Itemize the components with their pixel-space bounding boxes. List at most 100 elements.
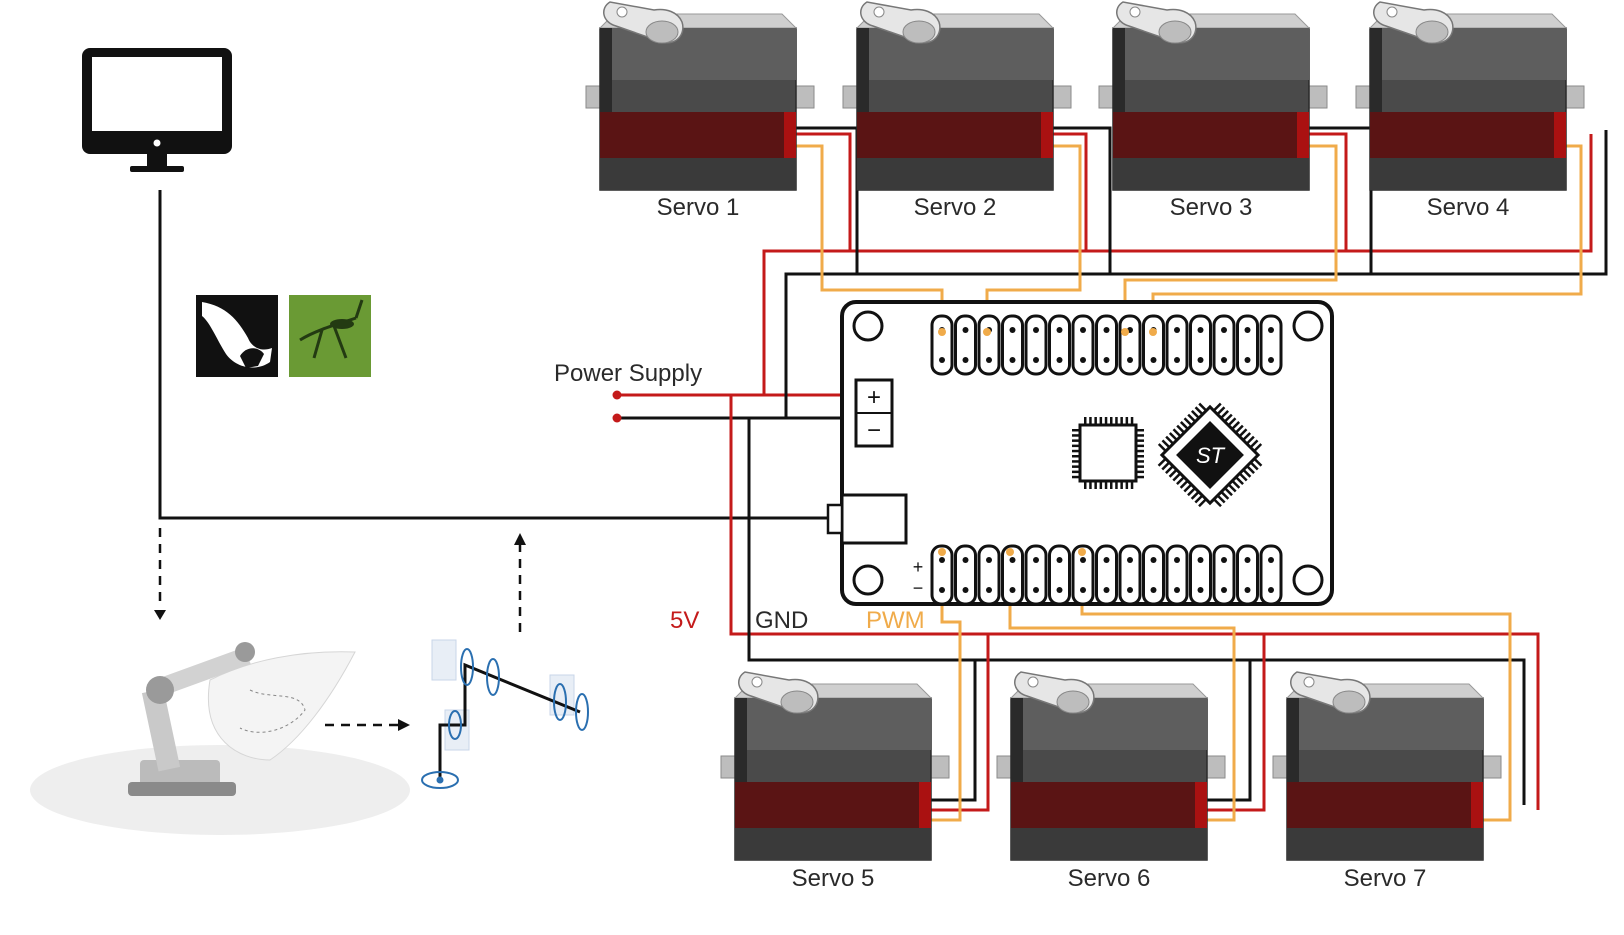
chip-pin [1089, 481, 1092, 489]
chip-pin [1168, 468, 1178, 478]
chip-pin [1161, 439, 1171, 449]
header-pin [962, 557, 969, 563]
chip-pin [1110, 417, 1113, 425]
chip-pin [1249, 461, 1259, 471]
chip-pin [1072, 444, 1080, 448]
header-pin [939, 557, 945, 563]
usb-cable [158, 190, 828, 520]
chip-pin [1238, 472, 1248, 482]
header-pin [1221, 357, 1227, 363]
chip-pin [1190, 490, 1200, 500]
chip-pin [1168, 432, 1178, 441]
header-pin-slot [930, 314, 954, 376]
servo-7-label: Servo 7 [1344, 865, 1427, 892]
header-pin-slot [1118, 544, 1142, 606]
servo-4-body [1355, 1, 1585, 191]
chip-pin [1194, 494, 1204, 504]
controller-board: + − + − ST [826, 300, 1334, 606]
chip-pin [1072, 460, 1080, 463]
header-pin [1127, 357, 1133, 363]
chip-pin [1104, 481, 1108, 489]
header-pin [1127, 587, 1133, 593]
header-pin-slot [930, 544, 954, 606]
chip-pin [1072, 449, 1080, 453]
header-pin [1056, 587, 1063, 593]
chip-pin [1089, 417, 1092, 425]
chip-pin [1242, 468, 1252, 478]
header-pin [1080, 557, 1086, 563]
header-pin [1150, 557, 1157, 563]
header-plus: + [913, 557, 924, 577]
header-pin-slot [1142, 544, 1165, 606]
chip-pin [1099, 481, 1103, 489]
power-supply-5v-terminal [612, 390, 622, 400]
servo-4-label: Servo 4 [1427, 194, 1510, 221]
chip-pin [1235, 476, 1244, 486]
chip-pin [1253, 457, 1263, 467]
chip-pin [1198, 402, 1208, 412]
usb-port [840, 493, 908, 545]
servo-5-body [720, 671, 950, 861]
header-pin-slot [1165, 314, 1189, 376]
header-pin [1150, 357, 1157, 363]
top-5v-bus [762, 134, 1593, 395]
header-pin-slot [1212, 314, 1236, 376]
header-pin [1268, 557, 1274, 563]
header-pin [1009, 557, 1016, 563]
chip-pin [1194, 406, 1204, 416]
servo-7-body [1272, 671, 1502, 861]
chip-pin [1231, 479, 1241, 489]
servo-1-body [585, 1, 815, 191]
chip-pin [1084, 481, 1087, 489]
chip-pin [1245, 435, 1255, 445]
header-pin-slot [1048, 314, 1071, 376]
header-pin [1221, 557, 1227, 563]
header-pin [986, 587, 992, 593]
chip-pin [1072, 434, 1080, 437]
servo-6: Servo 6 [996, 671, 1226, 892]
chip-pin [1072, 429, 1080, 432]
header-pin-slot [1071, 544, 1095, 606]
header-pin [1197, 327, 1204, 333]
pwm-pin-contact [1006, 548, 1014, 556]
pwm-pin-contact [983, 328, 991, 336]
pwm-pin-contact [938, 548, 946, 556]
flow-arrow-down [154, 528, 166, 620]
header-pin-slot [1095, 314, 1118, 376]
chip-pin [1179, 421, 1189, 430]
chip-pin [1136, 455, 1144, 458]
header-pin-slot [1071, 314, 1095, 376]
header-pin [1244, 557, 1251, 563]
servo-1: Servo 1 [585, 1, 815, 221]
header-pin [1197, 357, 1204, 363]
chip-pin [1223, 413, 1233, 423]
header-pin [1268, 587, 1274, 593]
header-pin-slot [1142, 314, 1165, 376]
header-pin-slot [1259, 314, 1283, 376]
servo-6-body [996, 671, 1226, 861]
chip-pin [1115, 481, 1118, 489]
header-pin-slot [954, 314, 977, 376]
header-pin [1080, 587, 1086, 593]
header-pin [939, 357, 945, 363]
header-pin [1174, 357, 1180, 363]
servo-3-pwm [1123, 144, 1338, 332]
chip-pin [1072, 439, 1080, 442]
chip-pin [1136, 434, 1144, 437]
header-pin [1174, 327, 1180, 333]
header-pin [1268, 357, 1274, 363]
header-pin [1103, 557, 1110, 563]
header-pin [1009, 327, 1016, 333]
chip-pin [1136, 449, 1144, 453]
chip-pin [1213, 498, 1222, 508]
bottom-gnd-bus [747, 418, 1526, 805]
servo-3-label: Servo 3 [1170, 194, 1253, 221]
header-pin [1033, 587, 1039, 593]
chip-pin [1198, 498, 1207, 508]
header-pin [1174, 587, 1180, 593]
chip-pin [1183, 483, 1193, 493]
chip-pin [1084, 417, 1087, 425]
flow-arrow-up [514, 533, 526, 632]
chip-pin [1227, 483, 1237, 493]
